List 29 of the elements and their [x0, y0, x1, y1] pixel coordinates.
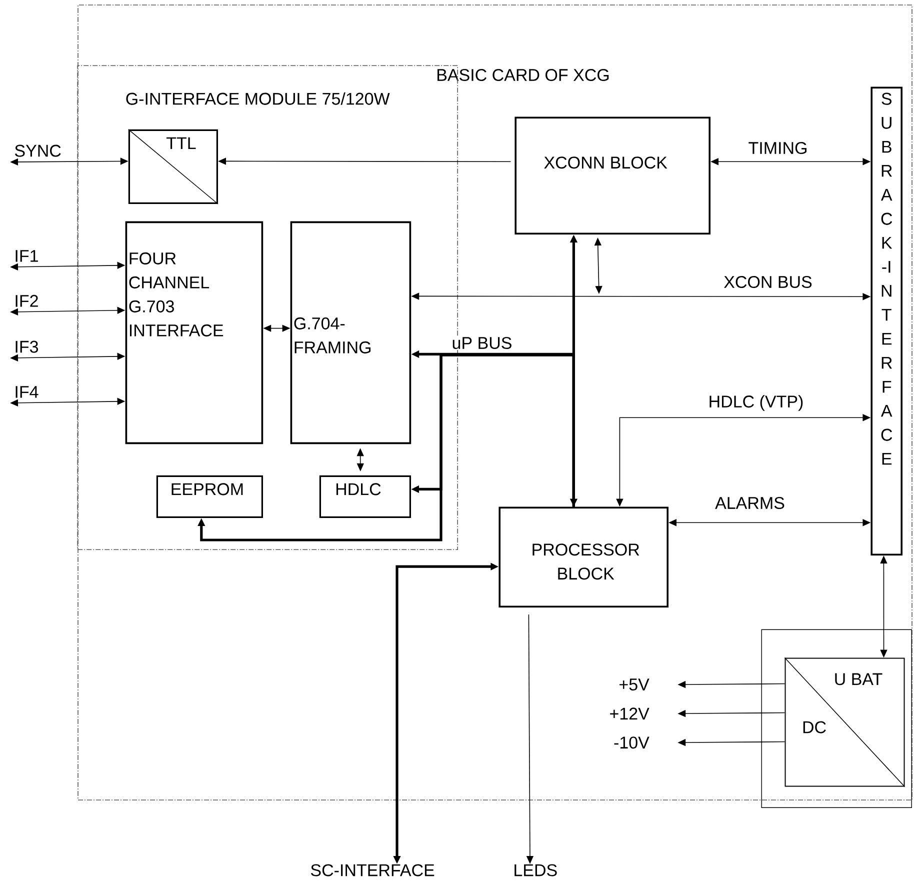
box-label: DC: [803, 721, 826, 734]
port-label: IF4: [16, 386, 38, 398]
port-label: +12V: [610, 708, 650, 720]
vertical-label: SUBRACK-INTERFACE: [880, 92, 892, 465]
port-label: SC-INTERFACE: [310, 864, 434, 876]
edge-label: HDLC (VTP): [707, 394, 805, 412]
card-title: BASIC CARD OF XCG: [438, 68, 609, 82]
box-label: TTL: [166, 137, 196, 150]
edge-label: TIMING: [747, 140, 809, 156]
port-label: IF2: [16, 294, 38, 307]
box-label: FOUR CHANNEL G.703 INTERFACE: [129, 252, 224, 336]
module-title: G-INTERFACE MODULE 75/120W: [126, 92, 390, 105]
box-label: G.704-FRAMING: [294, 317, 371, 354]
port-label: SYNC: [14, 144, 61, 157]
port-label: +5V: [620, 678, 650, 691]
box-label: U BAT: [835, 673, 882, 686]
port-label: IF3: [16, 340, 38, 353]
port-label: -10V: [614, 736, 650, 749]
edge-label: XCON BUS: [722, 274, 814, 290]
edge-label: ALARMS: [714, 496, 786, 510]
box-label: HDLC: [336, 483, 381, 496]
edge-label: uP BUS: [450, 336, 514, 350]
supply-frame: [761, 629, 912, 808]
box-label: PROCESSOR BLOCK: [532, 544, 640, 580]
port-label: IF1: [16, 250, 38, 262]
port-label: LEDS: [514, 864, 557, 876]
arrow: [198, 354, 575, 542]
box-label: XCONN BLOCK: [544, 156, 668, 169]
box-label: EEPROM: [172, 483, 243, 496]
